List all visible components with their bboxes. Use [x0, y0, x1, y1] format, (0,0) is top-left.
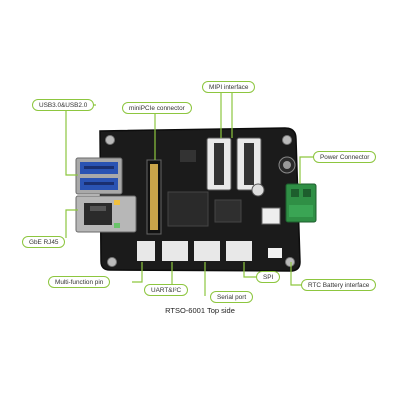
mounting-hole [282, 135, 292, 145]
figure-caption: RTSO-6001 Top side [165, 306, 235, 315]
terminal-block-icon [285, 183, 317, 223]
white-ic [261, 207, 281, 225]
mounting-hole [285, 257, 295, 267]
mipi-connector-icon [206, 137, 262, 191]
uart-callout: UART&I²C [144, 284, 189, 296]
usb-port-icon [75, 157, 123, 195]
serial-callout: Serial port [210, 291, 254, 303]
mounting-hole [105, 135, 115, 145]
mipi-callout: MIPI interface [202, 81, 256, 93]
usb-callout: USB3.0&USB2.0 [32, 99, 95, 111]
mounting-hole [107, 257, 117, 267]
rtc-callout: RTC Battery interface [301, 279, 377, 291]
pin-header-row [137, 241, 282, 261]
minipcie-callout: miniPCIe connector [122, 102, 192, 114]
module-chip [180, 150, 196, 162]
power-callout: Power Connector [313, 151, 377, 163]
module-chip [167, 191, 209, 227]
module-chip [214, 199, 242, 223]
rj45-port-icon [75, 195, 137, 233]
inductor [283, 161, 291, 169]
multifunction-callout: Multi-function pin [48, 276, 111, 288]
gbe-callout: GbE RJ45 [22, 236, 66, 248]
spi-callout: SPI [256, 271, 281, 283]
inductor [251, 183, 265, 197]
minipcie-slot [146, 159, 162, 235]
